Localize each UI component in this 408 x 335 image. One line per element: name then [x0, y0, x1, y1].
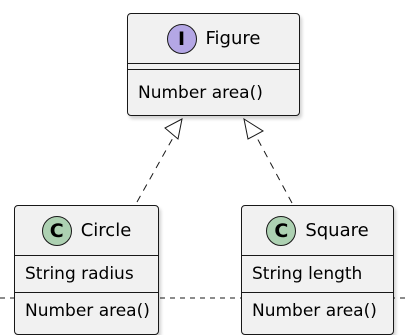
figure-fields-compartment [128, 64, 299, 70]
circle-class-name: Circle [80, 220, 132, 241]
square-field: String length [242, 256, 393, 293]
circle-class-box[interactable]: C Circle String radius Number area() [14, 205, 159, 335]
square-method: Number area() [252, 301, 377, 321]
realization-arrowhead [243, 117, 264, 140]
square-realizes-figure-edge [243, 117, 293, 204]
square-class-name: Square [305, 220, 369, 241]
class-stereotype-icon: C [41, 215, 72, 246]
circle-method: Number area() [25, 301, 150, 321]
figure-class-name: Figure [205, 28, 261, 49]
circle-header: C Circle [15, 206, 158, 256]
interface-stereotype-icon: I [166, 23, 197, 54]
class-stereotype-icon: C [266, 215, 297, 246]
realization-arrowhead [164, 118, 183, 140]
square-header: C Square [242, 206, 393, 256]
figure-interface-box[interactable]: I Figure Number area() [127, 13, 300, 116]
circle-realizes-figure-edge [136, 118, 183, 203]
circle-field: String radius [15, 256, 158, 293]
figure-header: I Figure [128, 14, 299, 64]
square-class-box[interactable]: C Square String length Number area() [241, 205, 394, 335]
figure-method: Number area() [138, 83, 263, 103]
